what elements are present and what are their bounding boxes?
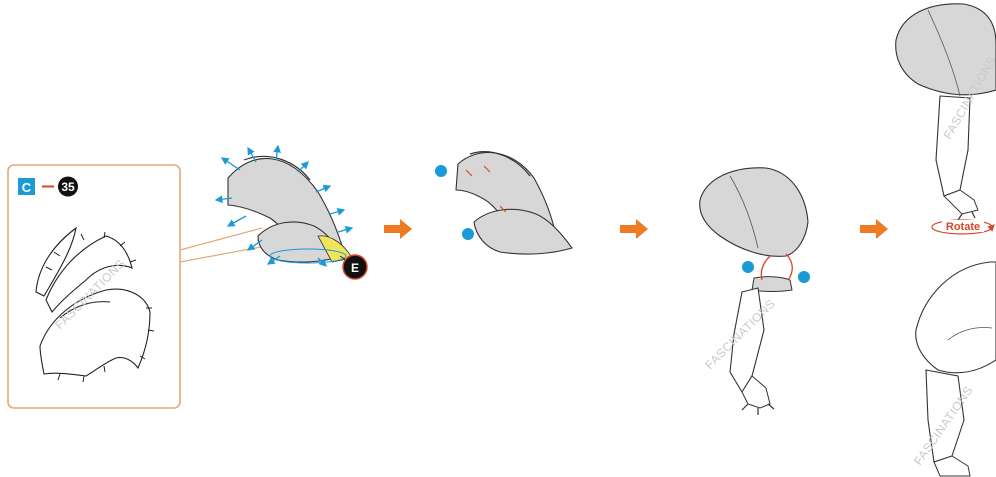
rotate-label: Rotate bbox=[946, 221, 980, 233]
blue-dot-right bbox=[798, 271, 810, 283]
shell-lower-3 bbox=[474, 209, 572, 254]
part-number: 35 bbox=[61, 180, 75, 194]
pointer-line-bottom bbox=[180, 246, 266, 262]
parts-box: C 35 FASCINATIONS bbox=[8, 165, 266, 408]
pointer-line-top bbox=[180, 228, 262, 250]
head-shell-4 bbox=[700, 168, 808, 257]
step-arrow-3 bbox=[860, 219, 888, 239]
blue-dot-left bbox=[742, 261, 754, 273]
body-shell-5 bbox=[916, 262, 996, 373]
foot-top-5 bbox=[944, 190, 978, 214]
part-e-label: E bbox=[351, 261, 359, 275]
step-fold-model: E bbox=[216, 146, 367, 279]
step-join-leg: FASCINATIONS bbox=[700, 168, 810, 415]
connector-tabs-4 bbox=[761, 254, 792, 280]
step-arrow-1 bbox=[384, 219, 412, 239]
step-arrow-2 bbox=[620, 219, 648, 239]
blue-dot-bottom bbox=[462, 228, 474, 240]
blue-dot-top bbox=[435, 165, 447, 177]
step-rotate: FASCINATIONS Rotate FASCINATIONS bbox=[896, 4, 996, 476]
step-attach-sides bbox=[435, 152, 572, 254]
sheet-letter: C bbox=[22, 180, 32, 195]
